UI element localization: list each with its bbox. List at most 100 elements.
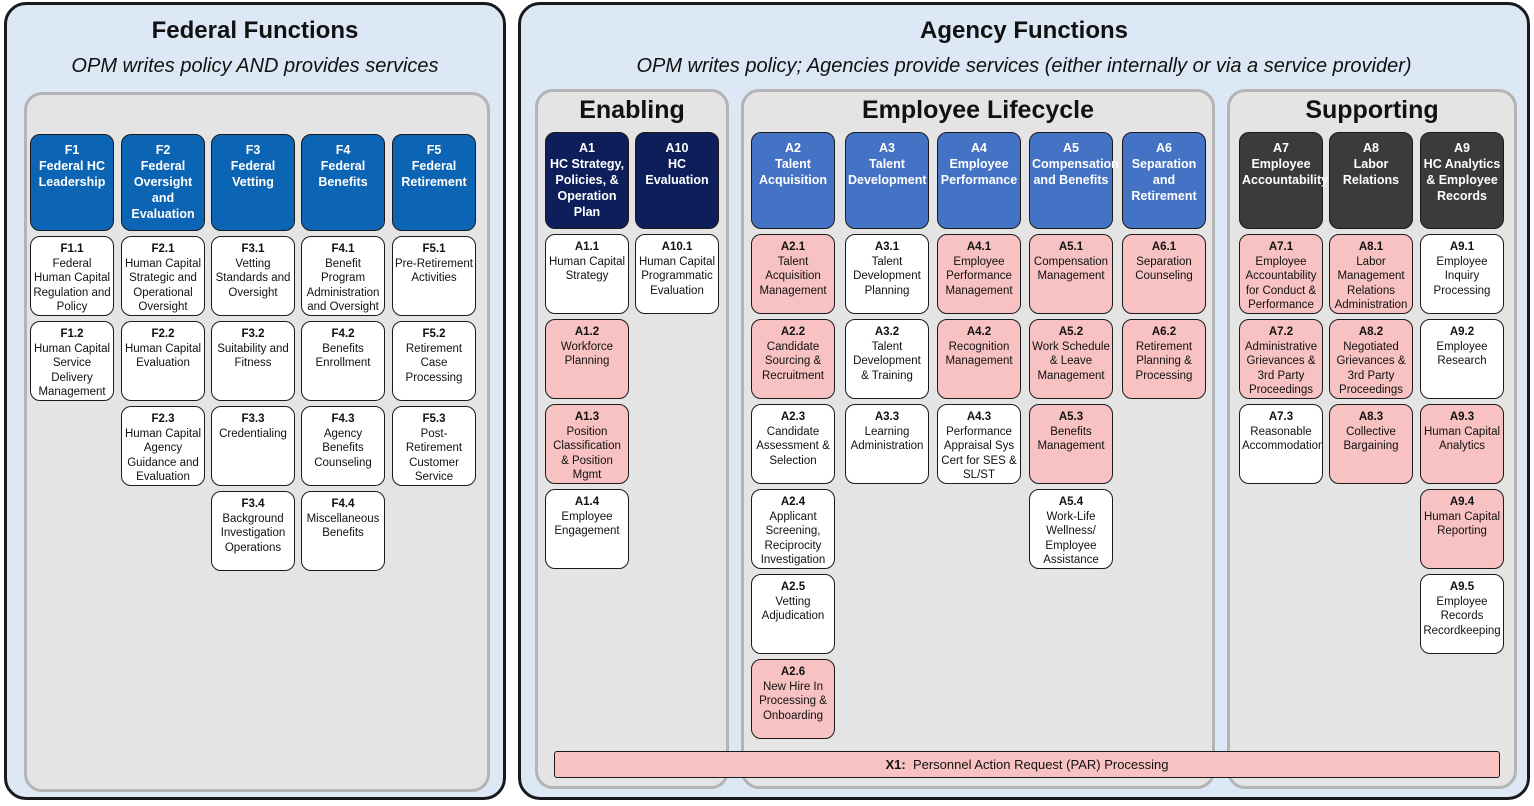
sub-function-code: A1.1 <box>574 241 600 253</box>
sub-function-code: A2.1 <box>780 241 806 253</box>
sub-function-name: Negotiated Grievances & 3rd Party Procee… <box>1336 340 1406 397</box>
employee-lifecycle-title: Employee Lifecycle <box>861 96 1095 124</box>
sub-function-name: Compensation Management <box>1033 255 1109 283</box>
sub-function-name: Post-Retirement Customer Service <box>405 427 463 484</box>
sub-function-name: Applicant Screening, Reciprocity Investi… <box>760 510 826 567</box>
sub-function-name: Talent Development & Training <box>853 340 921 382</box>
sub-function-name: Human Capital Service Delivery Managemen… <box>33 342 111 399</box>
sub-function-name: Employee Research <box>1436 340 1488 368</box>
sub-function-name: Candidate Sourcing & Recruitment <box>762 340 824 382</box>
sub-function-name: Human Capital Agency Guidance and Evalua… <box>124 427 202 484</box>
sub-function-code: A2.5 <box>780 581 806 593</box>
sub-function-name: Labor Management Relations Administratio… <box>1334 255 1408 312</box>
federal-functions-subtitle: OPM writes policy AND provides services <box>71 55 439 77</box>
sub-function-code: F3.4 <box>241 498 265 510</box>
sub-function-name: Suitability and Fitness <box>217 342 289 370</box>
sub-function-code: F4.3 <box>331 413 355 425</box>
supporting-title: Supporting <box>1305 96 1439 124</box>
function-name: HC Strategy, Policies, & Operation Plan <box>549 157 625 219</box>
sub-function-name: Vetting Adjudication <box>761 595 825 623</box>
sub-function-name: Miscellaneous Benefits <box>306 512 380 540</box>
sub-function-name: Human Capital Reporting <box>1423 510 1501 538</box>
sub-function-code: A5.2 <box>1058 326 1084 338</box>
function-code: A1 <box>579 141 595 155</box>
sub-function-code: A6.1 <box>1151 241 1177 253</box>
sub-function-name: Human Capital Strategic and Operational … <box>124 257 202 314</box>
sub-function-code: F2.3 <box>151 413 175 425</box>
function-name: HC Analytics & Employee Records <box>1423 157 1501 203</box>
agency-functions-subtitle: OPM writes policy; Agencies provide serv… <box>636 55 1412 77</box>
function-name: Federal Vetting <box>230 159 276 189</box>
sub-function-code: F2.1 <box>151 243 175 255</box>
sub-function-name: Administrative Grievances & 3rd Party Pr… <box>1244 340 1318 397</box>
function-name: Compensation and Benefits <box>1032 157 1119 187</box>
function-code: A7 <box>1273 141 1289 155</box>
sub-function-code: A8.1 <box>1358 241 1384 253</box>
function-name: Employee Accountability <box>1242 157 1329 187</box>
sub-function-code: F1.1 <box>60 243 84 255</box>
sub-function-code: A2.6 <box>780 666 806 678</box>
sub-function-code: A1.3 <box>574 411 600 423</box>
sub-function-name: Employee Engagement <box>554 510 620 538</box>
sub-function-name: Agency Benefits Counseling <box>314 427 372 469</box>
sub-function-name: Employee Performance Management <box>945 255 1013 297</box>
sub-function-name: Human Capital Strategy <box>548 255 626 283</box>
sub-function-code: F3.3 <box>241 413 265 425</box>
function-code: F4 <box>335 143 351 157</box>
sub-function-name: Human Capital Evaluation <box>124 342 202 370</box>
sub-function-name: Employee Records Recordkeeping <box>1423 595 1501 637</box>
function-name: Employee Performance <box>940 157 1018 187</box>
function-code: A2 <box>785 141 801 155</box>
sub-function-code: A1.2 <box>574 326 600 338</box>
function-name: Talent Development <box>848 157 927 187</box>
sub-function-code: A3.2 <box>874 326 900 338</box>
sub-function-code: A10.1 <box>661 241 693 253</box>
sub-function-name: Federal Human Capital Regulation and Pol… <box>33 257 111 314</box>
sub-function-code: A8.2 <box>1358 326 1384 338</box>
function-name: Separation and Retirement <box>1131 157 1197 203</box>
function-name: Federal Retirement <box>401 159 467 189</box>
function-name: Labor Relations <box>1342 157 1400 187</box>
sub-function-name: Talent Acquisition Management <box>759 255 827 297</box>
sub-function-name: Talent Development Planning <box>853 255 921 297</box>
function-code: F3 <box>245 143 261 157</box>
sub-function-name: Vetting Standards and Oversight <box>215 257 291 299</box>
sub-function-code: F3.2 <box>241 328 265 340</box>
sub-function-code: A2.3 <box>780 411 806 423</box>
sub-function-name: Candidate Assessment & Selection <box>756 425 830 467</box>
sub-function-code: F1.2 <box>60 328 84 340</box>
